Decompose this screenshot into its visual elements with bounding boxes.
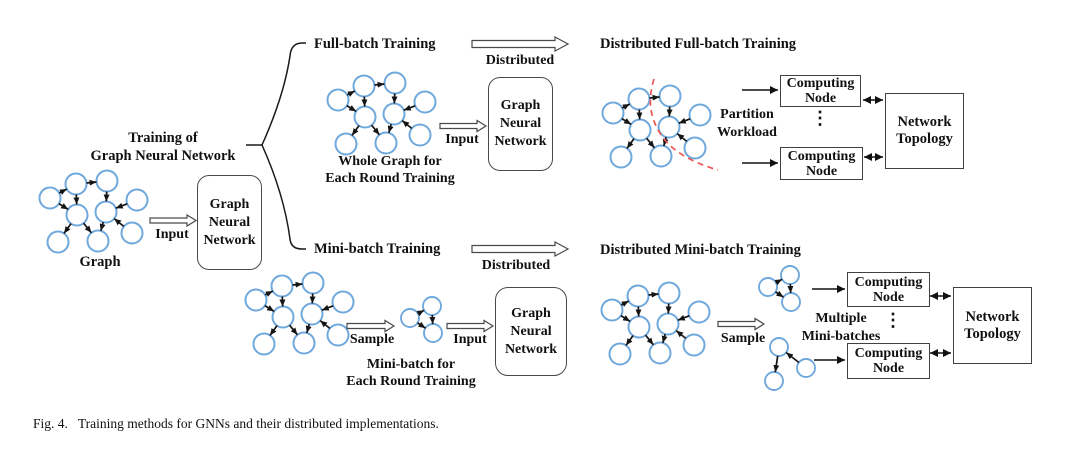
multiple-label-line2: Mini-batches [801, 329, 881, 344]
graph-label: Graph [79, 254, 121, 270]
multiple-minibatches-label: Multiple Mini-batches [786, 310, 896, 346]
computing-node-1-line2: Node [804, 91, 837, 106]
minibatch-caption-line1: Mini-batch for [366, 357, 456, 372]
minibatch-graph-bottom [764, 337, 816, 391]
distributed-label-minibatch: Distributed [481, 258, 551, 273]
graph-illustration-partitioned [603, 86, 711, 168]
input-arrow-left [149, 213, 198, 228]
network-topology-1-line1: Network [897, 114, 952, 130]
gnn-box-minibatch-line1: Graph [511, 305, 551, 321]
gnn-box-fullbatch-line3: Network [494, 134, 547, 149]
diagram-title: Training of Graph Neural Network [73, 129, 253, 165]
diagram-title-line2: Graph Neural Network [90, 148, 236, 164]
computing-node-box-2: Computing Node [780, 147, 863, 180]
network-topology-1-line2: Topology [896, 131, 953, 147]
graph-illustration-whole-graph [328, 73, 436, 155]
minibatch-graph-top [759, 266, 800, 311]
input-label-minibatch: Input [453, 332, 487, 347]
multiple-label-line1: Multiple [815, 311, 867, 326]
gnn-box-left-line1: Graph [209, 196, 250, 212]
distributed-arrow-fullbatch [471, 35, 570, 53]
input-label-left: Input [155, 227, 189, 242]
gnn-box-minibatch-line2: Neural [510, 323, 552, 339]
heading-distributed-mini-batch: Distributed Mini-batch Training [600, 242, 801, 258]
network-topology-box-2: Network Topology [953, 287, 1032, 364]
distributed-arrow-minibatch [471, 240, 570, 258]
computing-node-3-line1: Computing [854, 274, 923, 290]
computing-node-2-line1: Computing [787, 148, 856, 164]
graph-illustration-input [40, 171, 148, 253]
branch-label-full-batch: Full-batch Training [314, 36, 436, 52]
sample-label-minibatch: Sample [349, 332, 395, 347]
partition-label-line1: Partition [720, 107, 774, 122]
gnn-box-fullbatch-line2: Neural [499, 116, 542, 131]
computing-node-box-1: Computing Node [780, 75, 861, 107]
computing-node-4-line2: Node [872, 361, 905, 376]
figure-caption-text: Training methods for GNNs and their dist… [77, 416, 439, 431]
branch-bracket [246, 42, 306, 250]
ellipsis-vertical-bottom: ⋮ [884, 310, 902, 330]
whole-graph-caption: Whole Graph for Each Round Training [305, 153, 475, 187]
partition-cut-line [649, 78, 719, 171]
graph-illustration-minibatch-source [246, 273, 354, 355]
heading-distributed-full-batch: Distributed Full-batch Training [600, 36, 797, 52]
input-label-fullbatch: Input [445, 132, 479, 147]
network-topology-box-1: Network Topology [885, 93, 964, 169]
ellipsis-vertical-top: ⋮ [811, 108, 829, 128]
network-topology-2-line2: Topology [964, 325, 1021, 342]
whole-graph-caption-line1: Whole Graph for [338, 154, 442, 169]
branch-label-mini-batch: Mini-batch Training [314, 241, 441, 257]
gnn-box-left: Graph Neural Network [197, 175, 262, 270]
graph-illustration-distributed-minibatch [602, 283, 710, 365]
gnn-box-fullbatch-line1: Graph [500, 98, 541, 113]
whole-graph-caption-line2: Each Round Training [325, 171, 455, 186]
gnn-box-left-line2: Neural [208, 214, 251, 230]
distributed-label-fullbatch: Distributed [485, 53, 555, 68]
computing-node-1-line1: Computing [786, 76, 855, 91]
sample-label-distributed: Sample [720, 331, 766, 346]
figure-caption: Fig. 4. Training methods for GNNs and the… [33, 416, 439, 432]
computing-node-2-line2: Node [805, 163, 838, 179]
computing-node-4-line1: Computing [854, 346, 923, 361]
input-arrow-fullbatch [439, 119, 488, 133]
partition-workload-label: Partition Workload [702, 106, 792, 142]
gnn-box-fullbatch: Graph Neural Network [488, 77, 553, 171]
gnn-box-minibatch: Graph Neural Network [495, 287, 567, 376]
network-topology-2-line1: Network [965, 308, 1020, 325]
computing-node-box-4: Computing Node [847, 343, 930, 379]
minibatch-caption-line2: Each Round Training [346, 374, 476, 389]
figure-caption-label: Fig. 4. [33, 416, 68, 431]
minibatch-graph-sampled [401, 297, 442, 342]
sample-arrow-minibatch [346, 319, 396, 333]
gnn-box-left-line3: Network [203, 232, 256, 248]
partition-label-line2: Workload [717, 125, 777, 140]
minibatch-caption: Mini-batch for Each Round Training [326, 356, 496, 390]
computing-node-3-line2: Node [872, 289, 905, 305]
diagram-title-line1: Training of [128, 130, 198, 146]
sample-arrow-distributed [717, 317, 766, 331]
input-arrow-minibatch [446, 319, 495, 333]
computing-node-box-3: Computing Node [847, 272, 930, 307]
gnn-box-minibatch-line3: Network [504, 341, 558, 357]
